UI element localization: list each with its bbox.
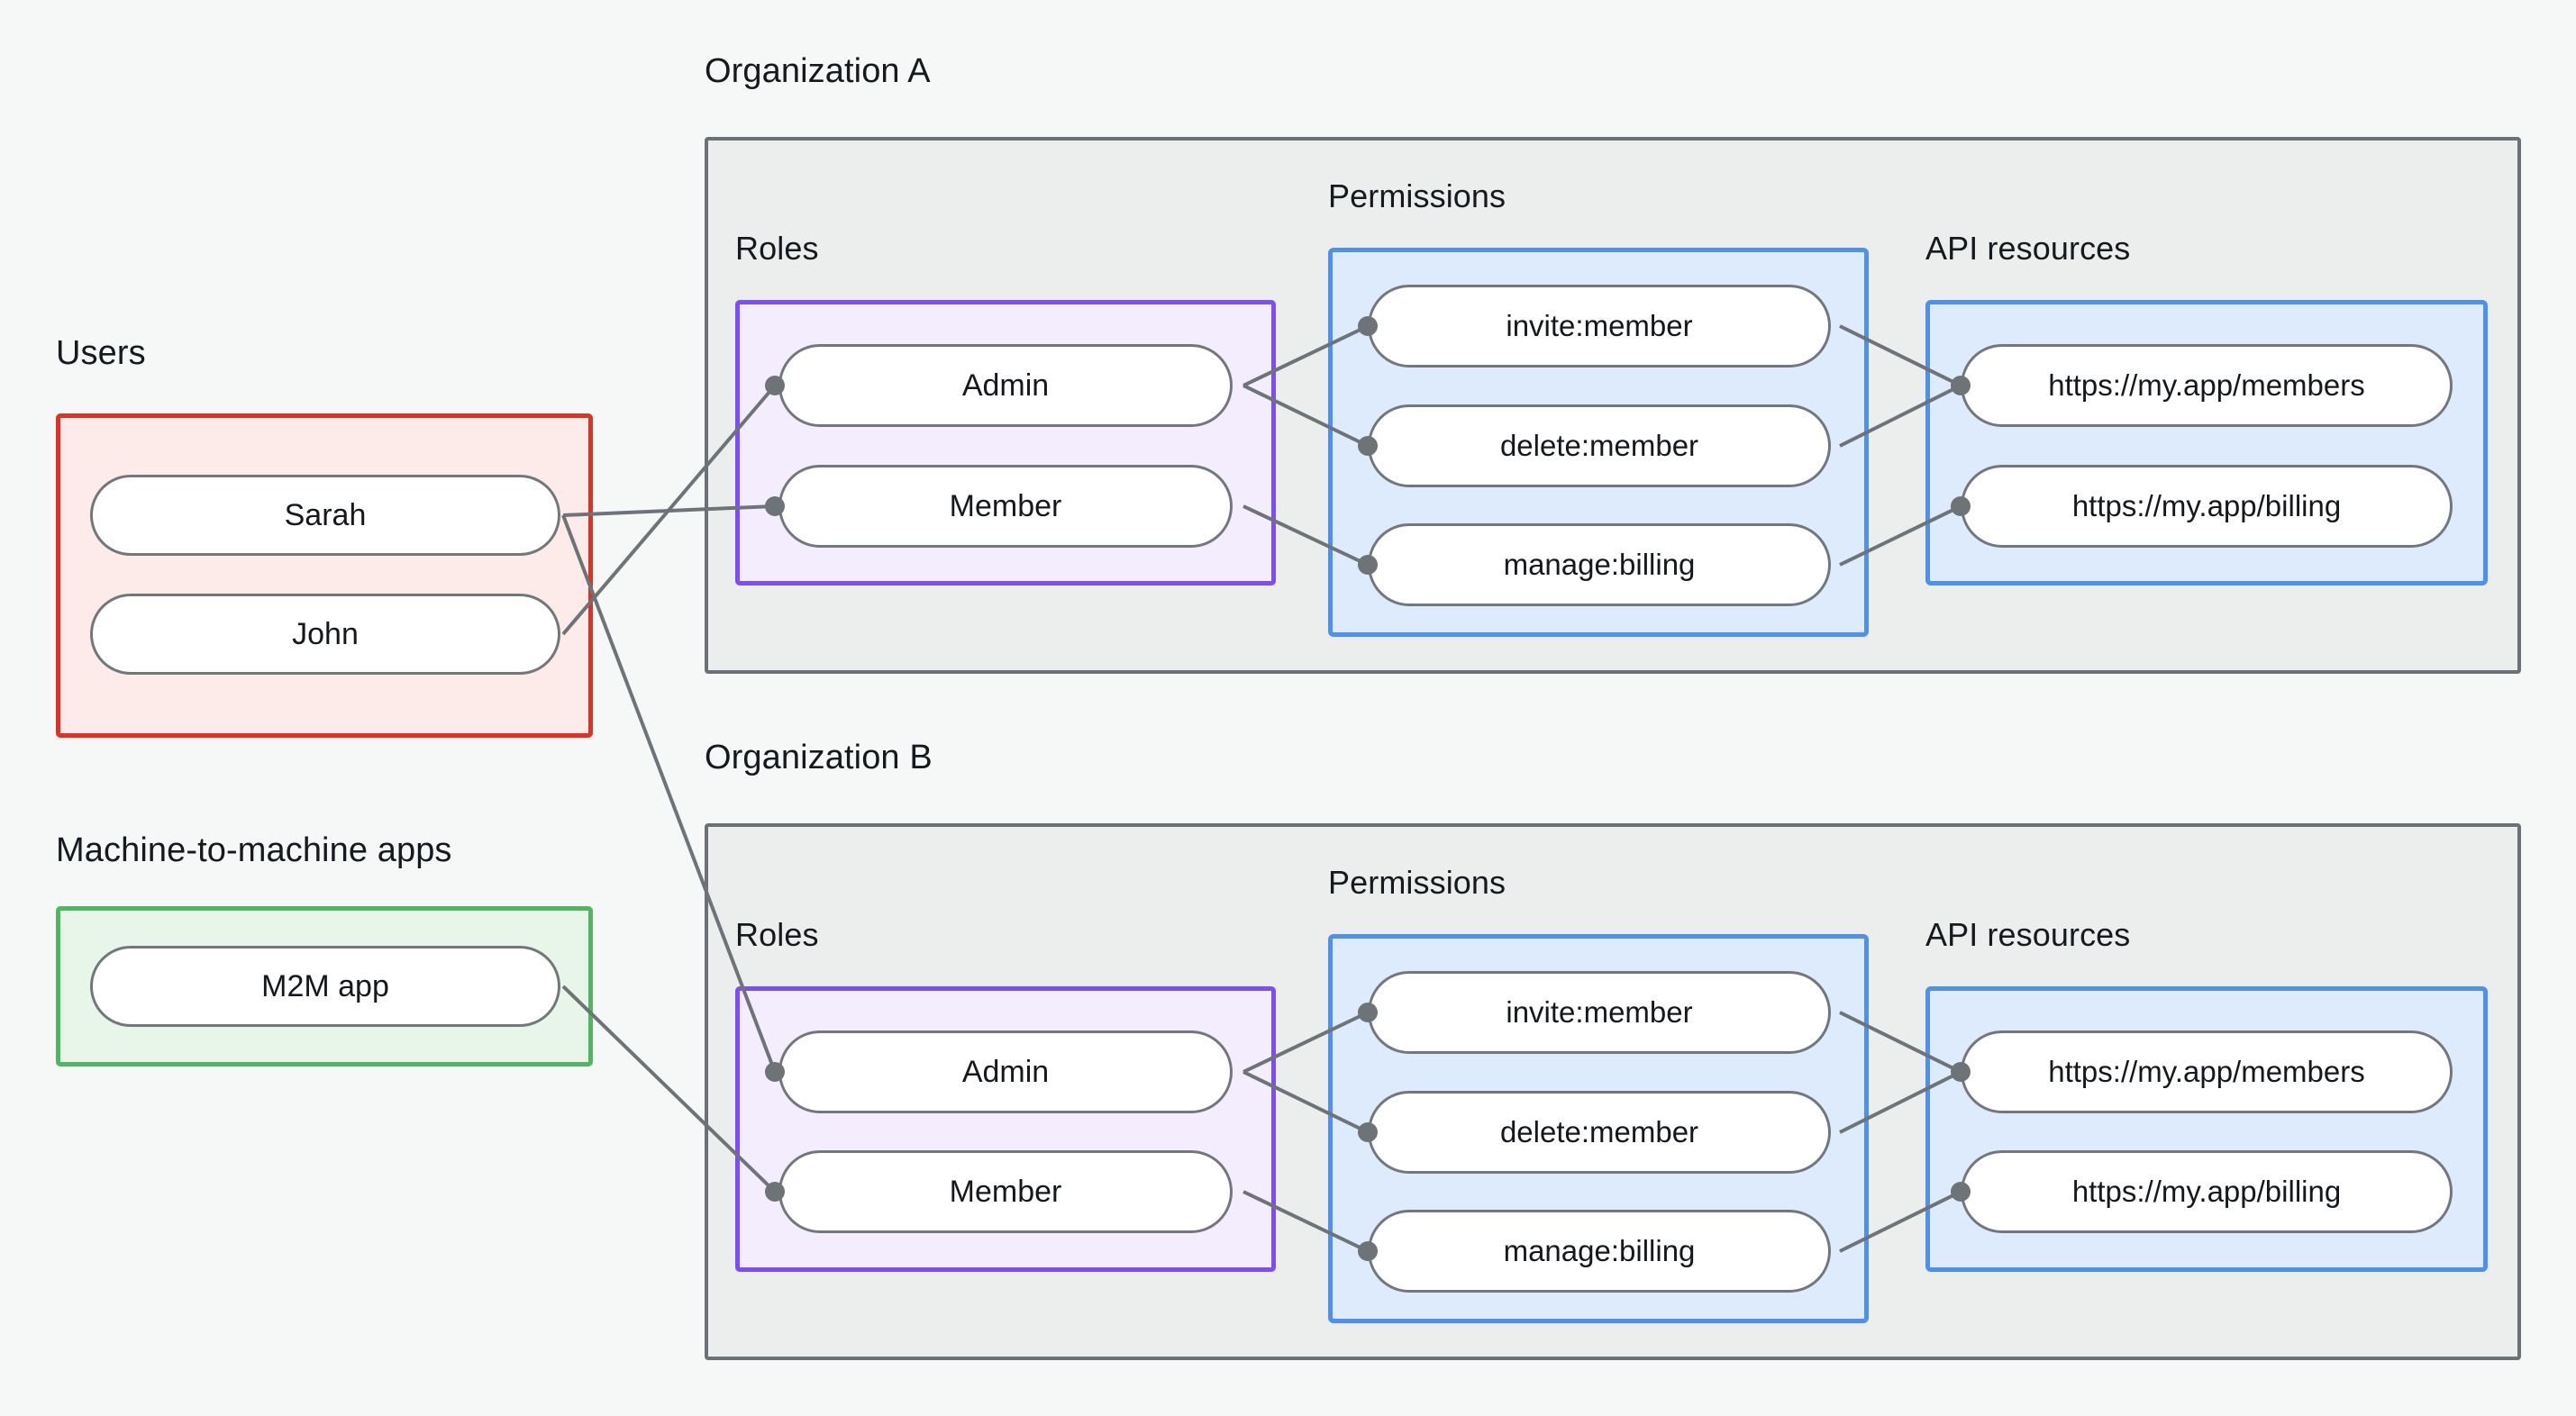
org-b-api-pill-billing[interactable]: https://my.app/billing (1961, 1150, 2453, 1233)
org-a-permission-pill-delete-member[interactable]: delete:member (1368, 404, 1831, 487)
org-a-api-pill-members[interactable]: https://my.app/members (1961, 344, 2453, 427)
users-group-label: Users (56, 334, 146, 372)
org-b-roles-label: Roles (735, 916, 819, 953)
org-a-role-pill-member[interactable]: Member (778, 465, 1233, 548)
org-a-permission-pill-invite-member[interactable]: invite:member (1368, 285, 1831, 368)
org-a-api-resources-label: API resources (1925, 230, 2131, 267)
org-b-role-pill-member[interactable]: Member (778, 1150, 1233, 1233)
org-a-permissions-label: Permissions (1328, 177, 1506, 214)
org-b-permission-pill-manage-billing[interactable]: manage:billing (1368, 1210, 1831, 1293)
m2m-pill-app[interactable]: M2M app (90, 946, 560, 1027)
org-b-api-pill-members[interactable]: https://my.app/members (1961, 1030, 2453, 1113)
user-pill-sarah[interactable]: Sarah (90, 475, 560, 556)
users-box (56, 413, 593, 738)
org-a-api-pill-billing[interactable]: https://my.app/billing (1961, 465, 2453, 548)
org-a-role-pill-admin[interactable]: Admin (778, 344, 1233, 427)
org-b-permissions-label: Permissions (1328, 864, 1506, 901)
m2m-group-label: Machine-to-machine apps (56, 831, 452, 869)
organization-b-title: Organization B (705, 739, 933, 776)
user-pill-john[interactable]: John (90, 594, 560, 675)
org-a-permission-pill-manage-billing[interactable]: manage:billing (1368, 523, 1831, 606)
org-b-permission-pill-invite-member[interactable]: invite:member (1368, 971, 1831, 1054)
org-a-roles-label: Roles (735, 230, 819, 267)
organization-a-title: Organization A (705, 52, 931, 90)
org-b-api-resources-label: API resources (1925, 916, 2131, 953)
org-b-permission-pill-delete-member[interactable]: delete:member (1368, 1091, 1831, 1174)
org-b-role-pill-admin[interactable]: Admin (778, 1030, 1233, 1113)
